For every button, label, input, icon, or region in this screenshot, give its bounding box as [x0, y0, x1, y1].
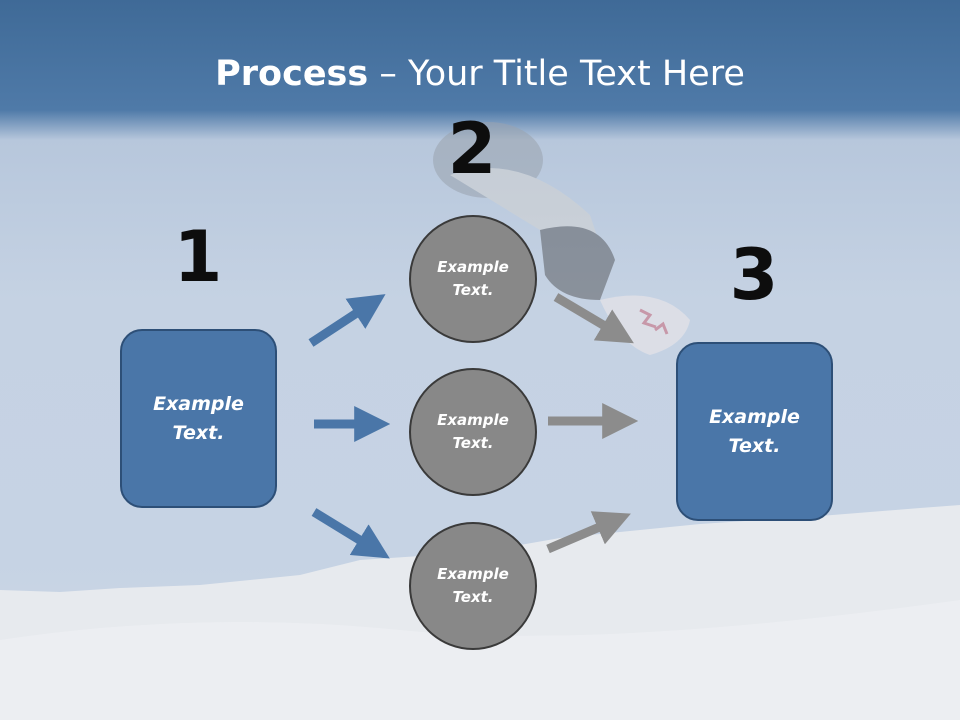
step-2-circle-top: Example Text.	[409, 215, 537, 343]
arrow-top-to-3	[553, 293, 634, 344]
step-2-circle-middle: Example Text.	[409, 368, 537, 496]
circle-bottom-text: Example Text.	[437, 565, 509, 606]
arrow-1-to-top	[308, 294, 386, 347]
title-bold: Process	[215, 54, 369, 94]
snowboarder-figure	[433, 122, 690, 355]
step-1-number: 1	[173, 216, 223, 298]
step-1-box: Example Text.	[120, 329, 277, 508]
circle-top-text: Example Text.	[437, 258, 509, 299]
step-2-number: 2	[447, 108, 497, 190]
title-rest: – Your Title Text Here	[368, 54, 745, 94]
arrow-1-to-bottom	[311, 508, 390, 559]
slide-title: Process – Your Title Text Here	[0, 52, 960, 96]
circle-middle-text: Example Text.	[437, 411, 509, 452]
step-1-text: Example Text.	[153, 392, 244, 444]
step-3-number: 3	[729, 234, 779, 316]
step-2-circle-bottom: Example Text.	[409, 522, 537, 650]
arrow-bottom-to-3	[546, 511, 631, 554]
step-3-text: Example Text.	[709, 405, 800, 457]
step-3-box: Example Text.	[676, 342, 833, 521]
